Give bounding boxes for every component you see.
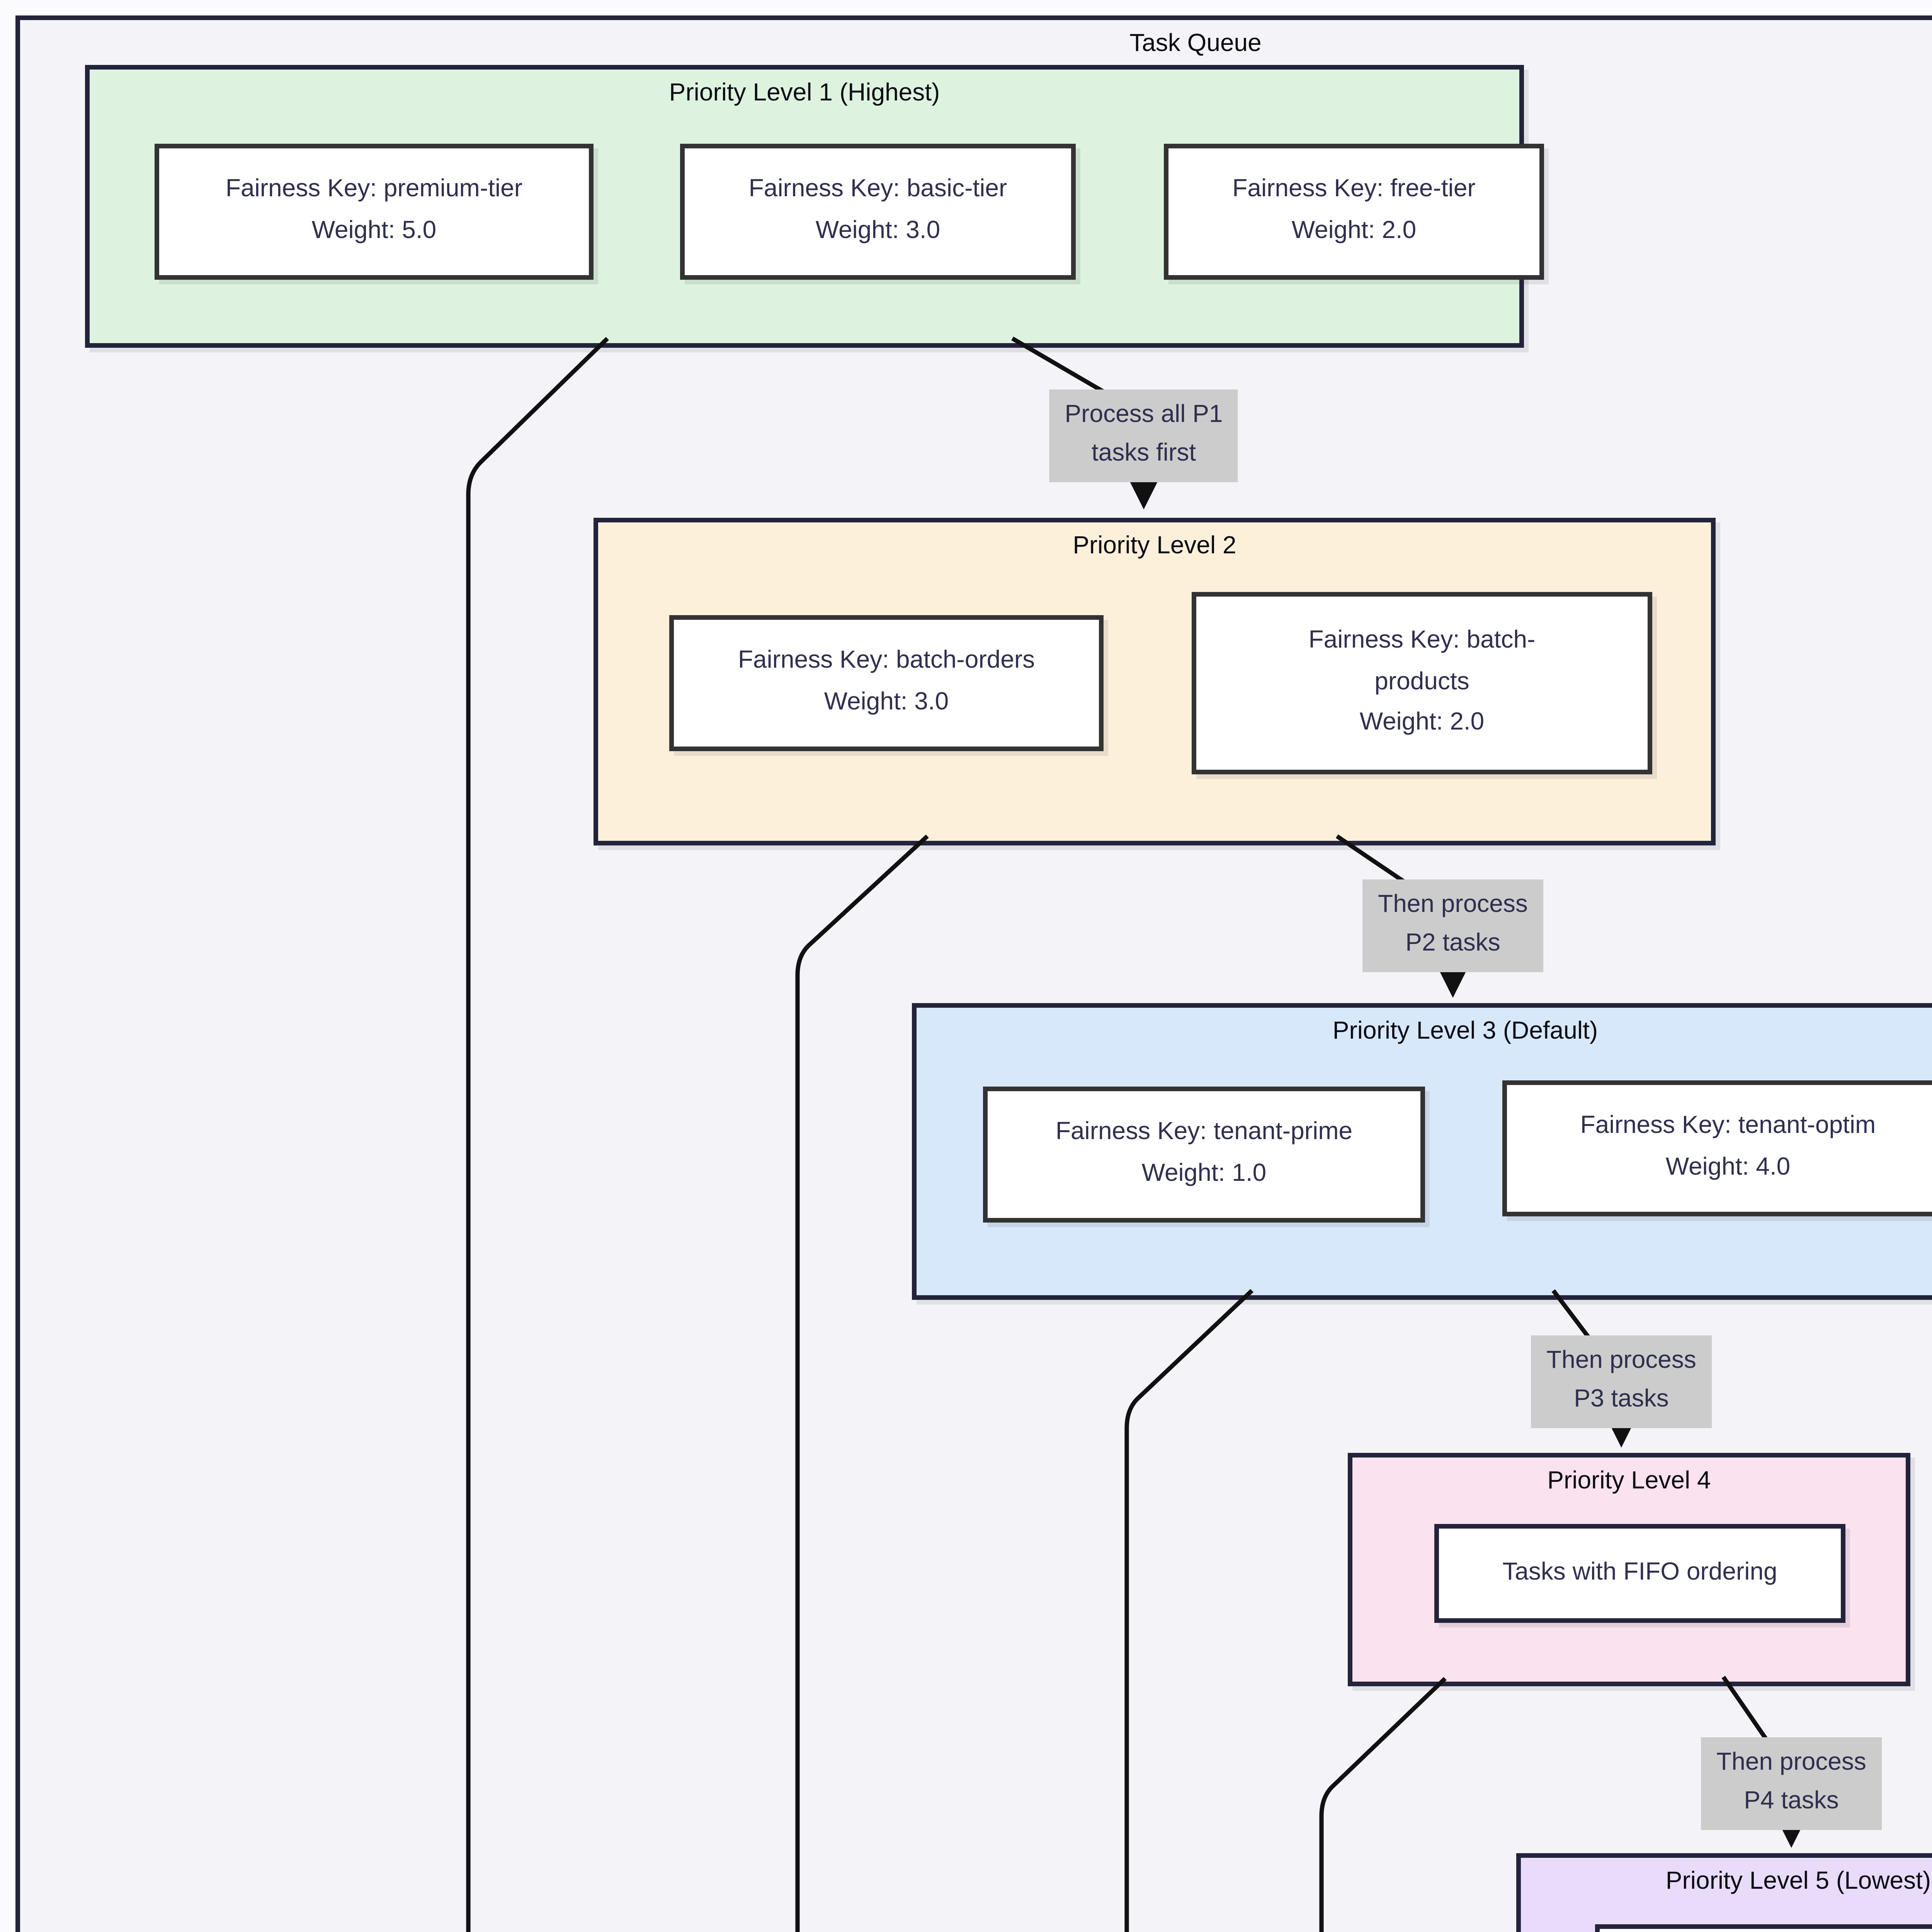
node-line: Weight: 5.0 bbox=[311, 218, 437, 244]
cluster-priority-3-title: Priority Level 3 (Default) bbox=[1332, 1019, 1598, 1045]
cluster-priority-4-title: Priority Level 4 bbox=[1547, 1468, 1711, 1495]
cluster-task-queue-title: Task Queue bbox=[1129, 31, 1262, 57]
node-premium-tier: Fairness Key: premium-tier Weight: 5.0 bbox=[155, 144, 594, 280]
node-batch-products: Fairness Key: batch- products Weight: 2.… bbox=[1192, 592, 1652, 774]
node-line: Weight: 2.0 bbox=[1359, 710, 1485, 736]
node-basic-tier: Fairness Key: basic-tier Weight: 3.0 bbox=[680, 144, 1076, 280]
node-line: products bbox=[1374, 668, 1469, 695]
node-line: Weight: 1.0 bbox=[1141, 1161, 1267, 1187]
node-line: Fairness Key: free-tier bbox=[1232, 176, 1476, 203]
node-line: Fairness Key: basic-tier bbox=[748, 176, 1007, 203]
node-line: Tasks with FIFO ordering bbox=[1502, 1559, 1777, 1585]
edge-label-p1-p2: Process all P1 tasks first bbox=[1049, 389, 1238, 482]
cluster-priority-4: Priority Level 4 Tasks with FIFO orderin… bbox=[1348, 1453, 1910, 1686]
edge-label-line: Then process bbox=[1716, 1750, 1866, 1776]
edge-label-p4-p5: Then process P4 tasks bbox=[1701, 1737, 1882, 1830]
node-tenant-prime: Fairness Key: tenant-prime Weight: 1.0 bbox=[983, 1087, 1425, 1223]
node-line: Weight: 4.0 bbox=[1665, 1155, 1791, 1181]
edge-label-line: tasks first bbox=[1091, 440, 1196, 467]
edge-label-line: Then process bbox=[1546, 1348, 1696, 1374]
edge-label-p2-p3: Then process P2 tasks bbox=[1362, 879, 1543, 972]
cluster-priority-5: Priority Level 5 (Lowest) Tasks with FIF… bbox=[1516, 1853, 1932, 1932]
cluster-priority-1: Priority Level 1 (Highest) Fairness Key:… bbox=[85, 65, 1544, 348]
node-line: Fairness Key: batch-orders bbox=[738, 648, 1035, 674]
node-line: Fairness Key: premium-tier bbox=[225, 176, 523, 203]
edge-label-p3-p4: Then process P3 tasks bbox=[1531, 1335, 1712, 1428]
cluster-priority-5-title: Priority Level 5 (Lowest) bbox=[1665, 1869, 1931, 1895]
node-fifo-p4: Tasks with FIFO ordering bbox=[1434, 1524, 1845, 1623]
node-line: Fairness Key: batch- bbox=[1308, 627, 1536, 653]
node-line: Weight: 3.0 bbox=[824, 689, 949, 716]
node-line: Weight: 3.0 bbox=[815, 218, 940, 244]
node-batch-orders: Fairness Key: batch-orders Weight: 3.0 bbox=[669, 615, 1104, 751]
node-line: Fairness Key: tenant-optim bbox=[1580, 1113, 1876, 1139]
node-tenant-optim: Fairness Key: tenant-optim Weight: 4.0 bbox=[1502, 1080, 1932, 1216]
node-line: Fairness Key: tenant-prime bbox=[1055, 1119, 1353, 1146]
cluster-priority-1-title: Priority Level 1 (Highest) bbox=[669, 80, 940, 107]
edge-label-line: P4 tasks bbox=[1744, 1788, 1839, 1815]
cluster-priority-2-title: Priority Level 2 bbox=[1073, 533, 1236, 560]
node-fifo-p5: Tasks with FIFO ordering bbox=[1595, 1924, 1932, 1932]
cluster-priority-3: Priority Level 3 (Default) Fairness Key:… bbox=[912, 1003, 1932, 1300]
edge-label-line: P2 tasks bbox=[1405, 930, 1500, 957]
node-line: Weight: 2.0 bbox=[1291, 218, 1417, 244]
edge-label-line: Process all P1 bbox=[1065, 402, 1223, 428]
edge-label-line: P3 tasks bbox=[1574, 1386, 1669, 1413]
cluster-priority-2: Priority Level 2 Fairness Key: batch-ord… bbox=[594, 518, 1716, 845]
node-free-tier: Fairness Key: free-tier Weight: 2.0 bbox=[1164, 144, 1544, 280]
edge-label-line: Then process bbox=[1378, 892, 1528, 918]
